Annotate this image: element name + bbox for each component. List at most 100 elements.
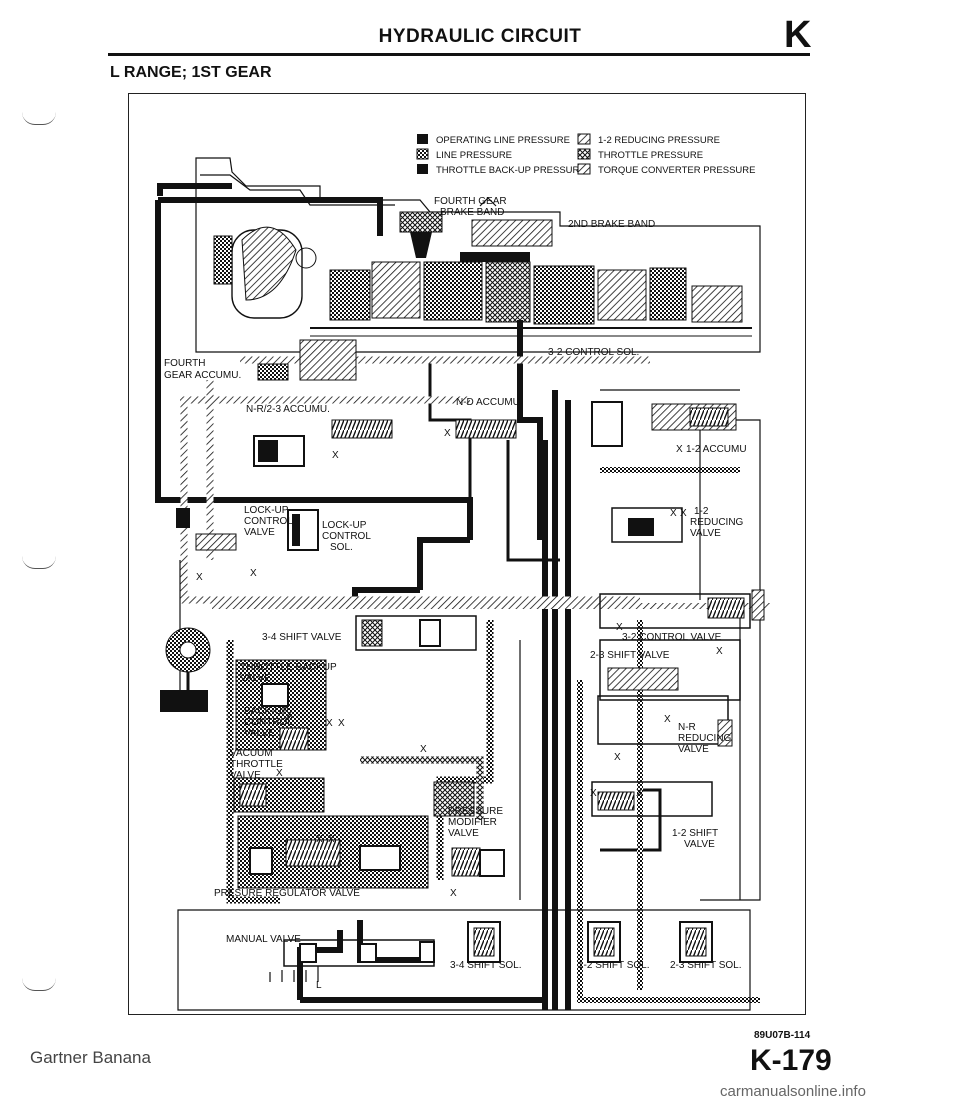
diagram-code: 89U07B-114 [754,1030,811,1041]
legend-swatch-operating-line [417,134,428,144]
label-lockup-control-valve: VALVE [244,527,275,538]
legend-label: THROTTLE PRESSURE [598,150,703,161]
component-labels: FOURTH GEAR BRAKE BAND 2ND BRAKE BAND FO… [164,196,747,991]
binding-mark [22,112,56,125]
legend-label: LINE PRESSURE [436,150,512,161]
label-pressure-regulator-valve: PRESURE REGULATOR VALVE [214,888,360,899]
shift-valve-23 [599,639,741,701]
image-caption: Gartner Banana [30,1048,151,1067]
label-lockup-control-sol: SOL. [330,542,353,553]
page-subtitle: L RANGE; 1ST GEAR [110,64,272,81]
label-lockup-control-valve: CONTROL [244,516,293,527]
drain-mark: X [250,568,257,579]
label-backup-control-valve: VALVE [244,728,275,739]
solenoids [419,921,713,963]
drain-mark: X [326,718,333,729]
drain-mark: X [196,572,203,583]
label-throttle-backup-valve: VALVE [240,673,271,684]
drain-mark: X [328,834,335,845]
drain-mark: X [444,428,451,439]
oil-passages [155,183,770,1011]
drain-mark: X [664,714,671,725]
label-shift-valve-23: 2-3 SHIFT VALVE [590,650,670,661]
binding-mark [22,978,56,991]
drain-mark: X [450,888,457,899]
fourth-gear-accumulator [299,339,357,381]
drain-mark: X [590,788,597,799]
legend-swatch-line [416,148,429,160]
legend-swatch-throttle-backup [417,164,428,174]
label-fourth-gear-brake-band: BRAKE BAND [440,207,504,218]
backup-control-valve [279,727,309,751]
label-shift-valve-34: 3-4 SHIFT VALVE [262,632,342,643]
transmission-section [195,157,761,353]
label-vacuum-throttle-valve: VACUUM [230,748,273,759]
legend-swatch-torque-converter [577,163,591,175]
label-vacuum-throttle-valve: VALVE [230,770,261,781]
label-nr23-accumulator: N-R/2-3 ACCUMU. [246,404,330,415]
manual-valve [269,939,435,982]
pressure-modifier-valve [433,781,475,817]
label-control-valve-32: 3-2 CONTROL VALVE [622,632,722,643]
label-manual-valve-l: L [316,980,322,991]
header-rule [108,53,810,56]
shift-valve-12 [591,781,713,817]
label-fourth-gear-accumulator: GEAR ACCUMU. [164,370,241,381]
legend: OPERATING LINE PRESSURE LINE PRESSURE TH… [416,133,755,176]
drain-marks: X X X X X X X X X X X X X X X X X X X X … [196,428,723,899]
nd-accumulator [455,419,517,439]
label-nr-reducing-valve: VALVE [678,744,709,755]
section-letter: K [784,14,812,56]
drain-mark: X [614,752,621,763]
valve-body [160,507,765,889]
reducing-valve-12 [611,507,683,543]
accumulators [257,339,737,447]
drain-mark: X [332,450,339,461]
label-accumulator-12: 1-2 ACCUMU [686,444,747,455]
label-manual-valve: MANUAL VALVE [226,934,301,945]
label-nr-reducing-valve: N-R [678,722,696,733]
drain-mark: X [420,744,427,755]
legend-label: THROTTLE BACK-UP PRESSURE [436,165,586,176]
legend-label: OPERATING LINE PRESSURE [436,135,570,146]
label-reducing-valve-12: VALVE [690,528,721,539]
drain-mark: X [676,444,683,455]
drain-mark: X [680,508,687,519]
label-shift-valve-12: 1-2 SHIFT [672,828,718,839]
drain-mark: X [286,710,293,721]
label-shift-solenoid-34: 3-4 SHIFT SOL. [450,960,522,971]
legend-swatch-reducing [577,133,591,145]
nr23-accumulator [331,419,393,439]
label-backup-control-valve: CONTROL [244,717,293,728]
legend-swatch-throttle [577,148,591,160]
label-shift-valve-12: VALVE [684,839,715,850]
label-vacuum-throttle-valve: THROTTLE [230,759,283,770]
label-shift-solenoid-23: 2-3 SHIFT SOL. [670,960,742,971]
label-fourth-gear-brake-band: FOURTH GEAR [434,196,507,207]
label-throttle-backup-valve: THROTTLE BACKUP [240,662,337,673]
legend-label: 1-2 REDUCING PRESSURE [598,135,720,146]
drain-mark: X [276,768,283,779]
footer-watermark: carmanualsonline.info [720,1083,866,1100]
label-lockup-control-sol: LOCK-UP [322,520,367,531]
shift-valve-34 [355,615,477,651]
label-fourth-gear-accumulator: FOURTH [164,358,205,369]
control-valve-32 [599,593,751,629]
label-second-brake-band: 2ND BRAKE BAND [568,219,655,230]
label-control-sol-32: 3-2 CONTROL SOL. [548,347,639,358]
label-reducing-valve-12: 1-2 [694,506,709,517]
label-nd-accumulator: N-D ACCUMU. [456,397,523,408]
legend-label: TORQUE CONVERTER PRESSURE [598,165,755,176]
drain-mark: X [636,788,643,799]
label-lockup-control-valve: LOCK-UP [244,505,289,516]
drain-mark: X [316,834,323,845]
page-header-title: HYDRAULIC CIRCUIT [378,26,582,47]
drain-mark: X [616,622,623,633]
diagram-frame [128,93,806,1015]
label-backup-control-valve: BACK-UP [244,706,289,717]
label-nr-reducing-valve: REDUCING [678,733,732,744]
drain-mark: X [716,646,723,657]
label-pressure-modifier-valve: VALVE [448,828,479,839]
drain-mark: X [670,508,677,519]
